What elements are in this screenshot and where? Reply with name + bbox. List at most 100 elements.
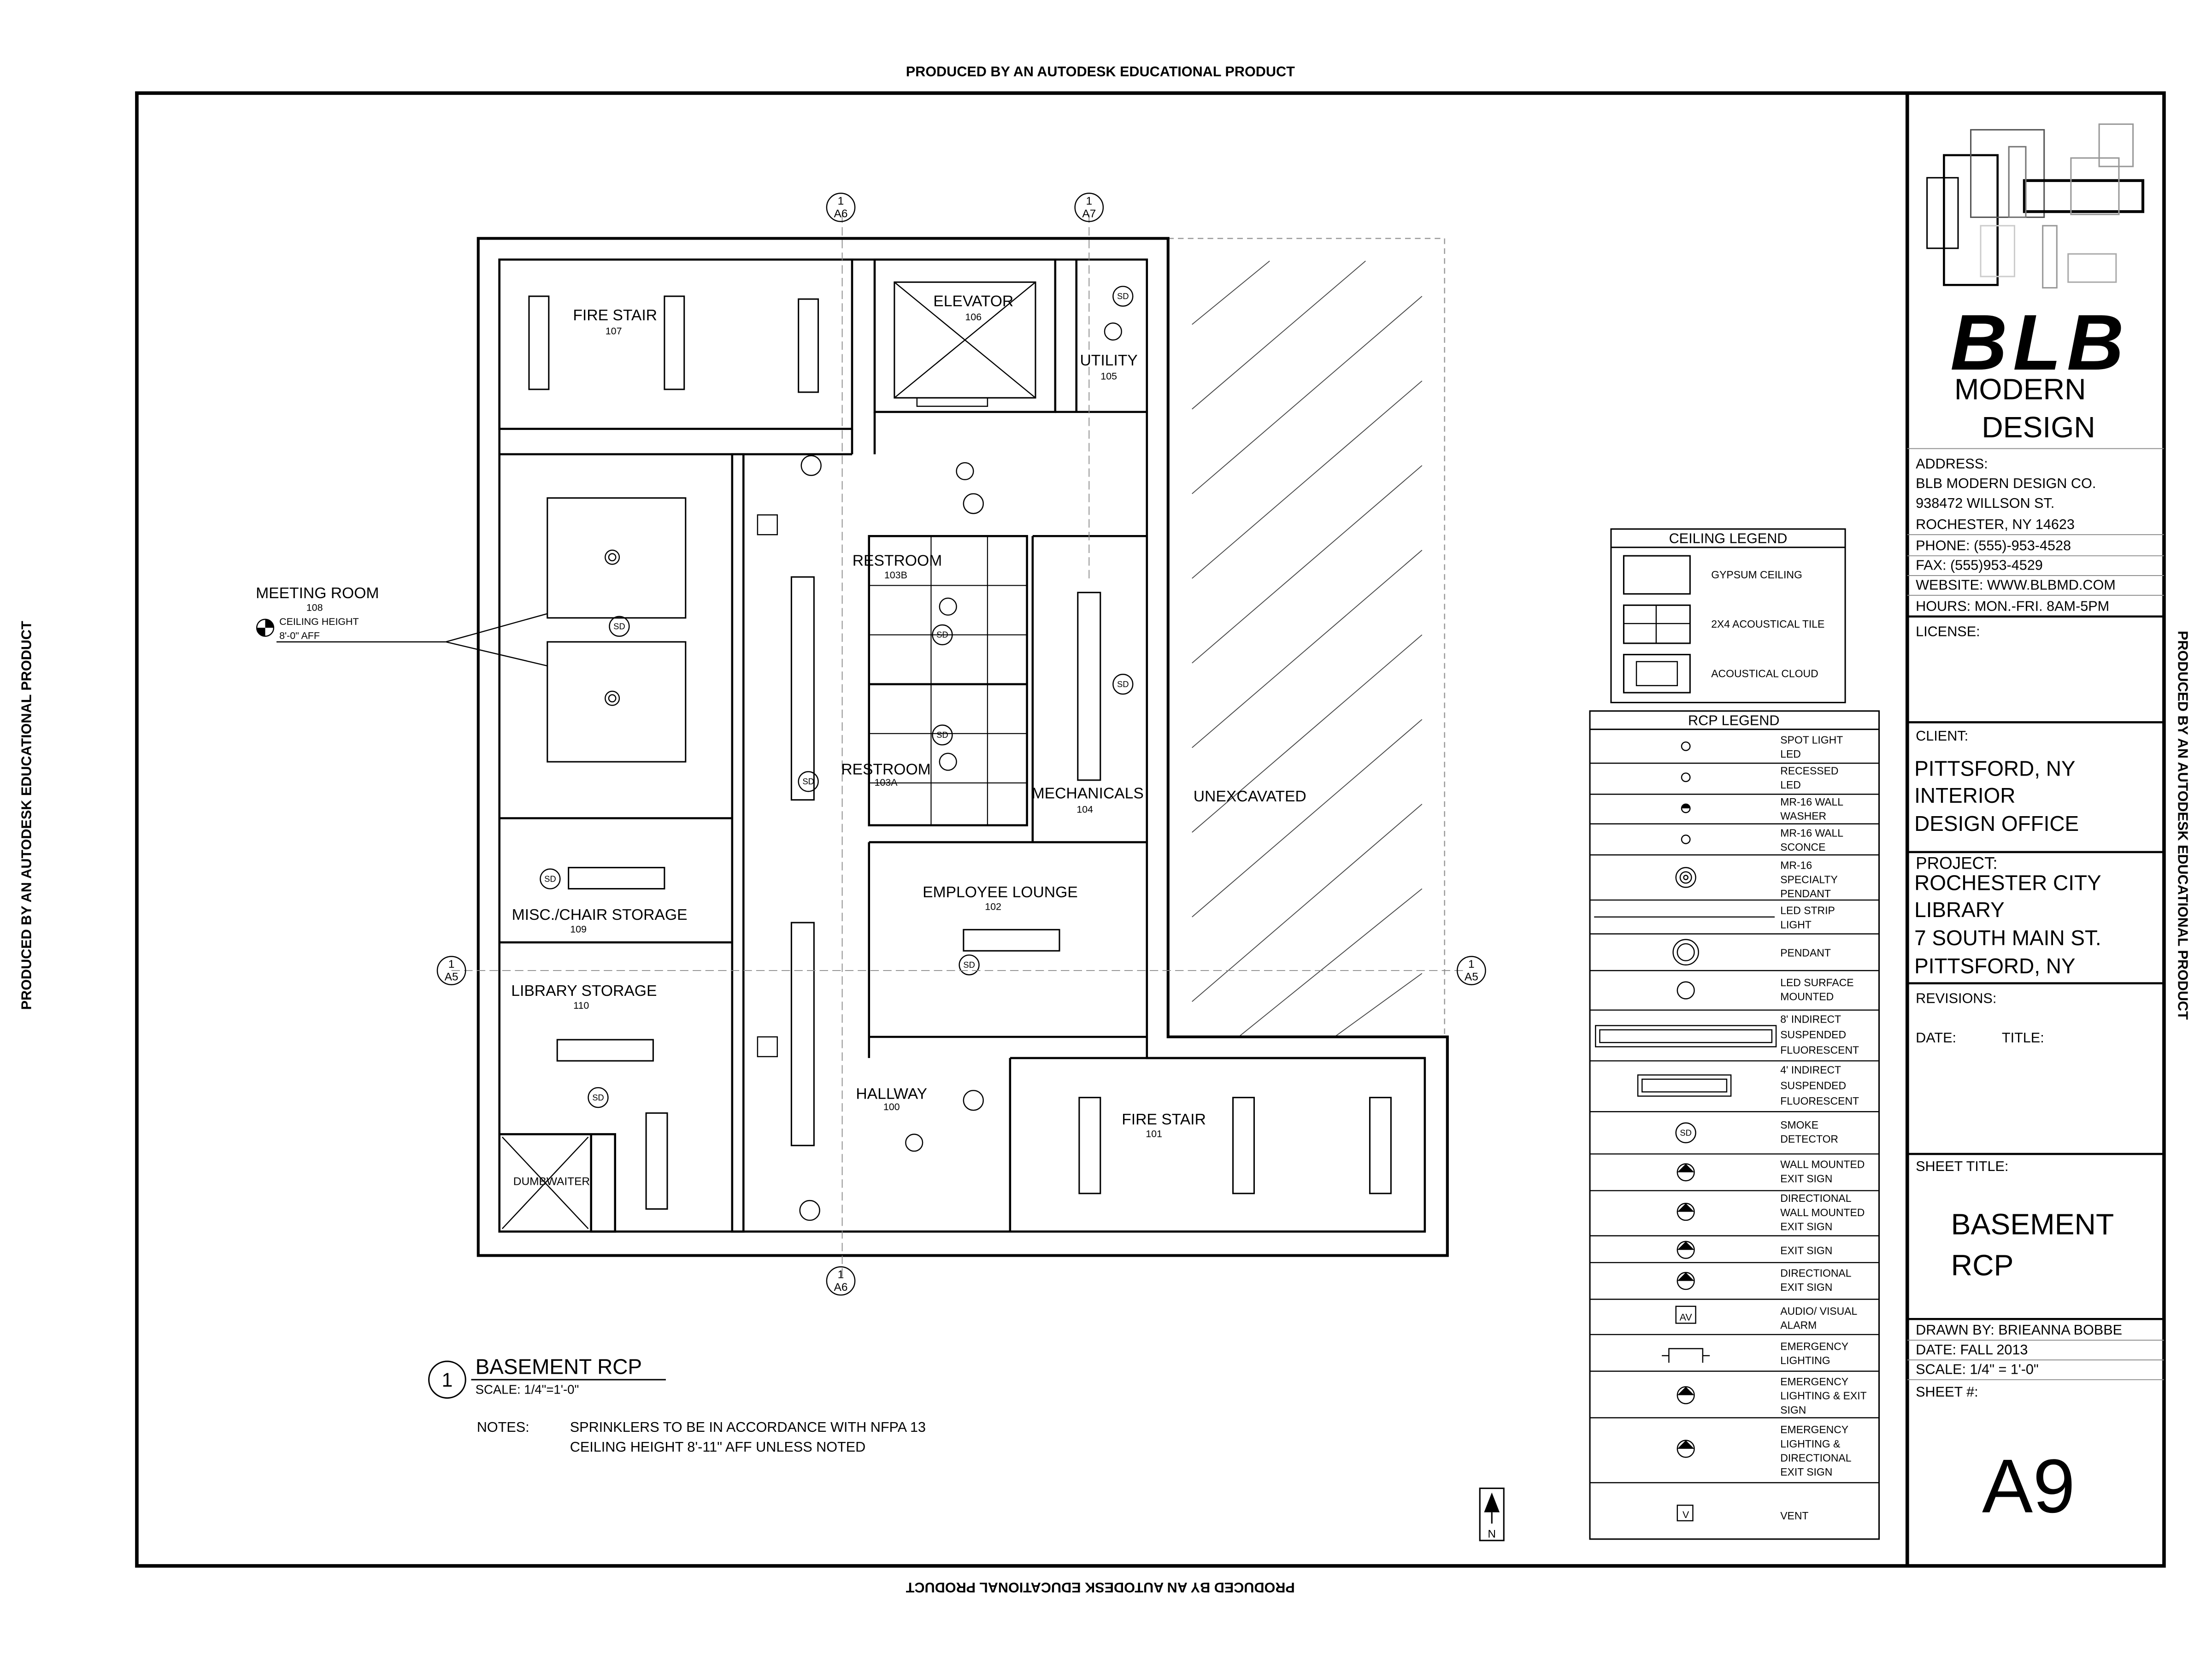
rcp-legend-item: SPECIALTY (1780, 873, 1838, 885)
phone: PHONE: (555)-953-4528 (1916, 538, 2071, 553)
smoke-detector-label: SD (936, 730, 948, 740)
notes-label: NOTES: (477, 1419, 529, 1435)
rcp-legend-item: SUSPENDED (1780, 1029, 1846, 1041)
rcp-legend-item: EXIT SIGN (1780, 1244, 1832, 1256)
rcp-legend-item: DIRECTIONAL (1780, 1192, 1851, 1204)
rcp-legend-item: 8' INDIRECT (1780, 1013, 1841, 1025)
project-label: PROJECT: (1916, 854, 1998, 873)
note-line: SPRINKLERS TO BE IN ACCORDANCE WITH NFPA… (570, 1419, 926, 1435)
rcp-legend-item: ALARM (1780, 1319, 1817, 1331)
company-logo-monogram: BLB (1950, 299, 2130, 387)
rcp-legend-item: RECESSED (1780, 765, 1838, 777)
north-label: N (1488, 1528, 1496, 1541)
website: WEBSITE: WWW.BLBMD.COM (1916, 577, 2116, 593)
smoke-detector-label: SD (592, 1093, 604, 1102)
room-number: 106 (965, 312, 982, 323)
room-label-restroom-103b: RESTROOM (853, 553, 942, 570)
client-label: CLIENT: (1916, 728, 1968, 744)
room-number: 101 (1146, 1128, 1162, 1139)
smoke-detector-label: SD (544, 874, 556, 883)
company-name-line1: MODERN (1954, 372, 2086, 406)
drawing-number-circle (428, 1360, 466, 1399)
smoke-detector-label: SD (1117, 679, 1129, 689)
drawn-by: DRAWN BY: BRIEANNA BOBBE (1916, 1322, 2122, 1338)
section-marker-sheet: A5 (1465, 971, 1478, 983)
room-label-hallway: HALLWAY (856, 1086, 927, 1103)
room-label-misc-storage: MISC./CHAIR STORAGE (512, 906, 688, 924)
smoke-detector-label: SD (963, 960, 975, 970)
ceiling-height-value: 8'-0" AFF (279, 630, 320, 641)
smoke-detector-label: SD (1117, 291, 1129, 301)
address-line: BLB MODERN DESIGN CO. (1916, 476, 2096, 491)
room-label-utility: UTILITY (1080, 352, 1137, 369)
smoke-detector-label: SD (802, 777, 814, 786)
ceiling-legend-item: 2X4 ACOUSTICAL TILE (1711, 618, 1824, 630)
project-line: ROCHESTER CITY (1914, 871, 2101, 895)
floor-plan: SD SD SD SD SD SD SD SD SD 1 A6 1 A7 1 A… (256, 193, 1505, 1541)
rcp-legend-item: WASHER (1780, 810, 1826, 822)
rcp-legend-item: SPOT LIGHT (1780, 734, 1843, 746)
rcp-legend-item: LIGHTING & EXIT (1780, 1390, 1866, 1402)
ceiling-height-label: CEILING HEIGHT (279, 616, 359, 627)
rcp-legend-item: DIRECTIONAL (1780, 1452, 1851, 1464)
ceiling-legend-title: CEILING LEGEND (1669, 531, 1788, 547)
room-label-elevator: ELEVATOR (933, 293, 1013, 310)
room-number: 103B (884, 570, 907, 581)
company-name-line2: DESIGN (1982, 411, 2095, 444)
rcp-legend-item: EMERGENCY (1780, 1376, 1848, 1388)
legend-sd-symbol: SD (1680, 1128, 1692, 1137)
ceiling-legend-item: ACOUSTICAL CLOUD (1711, 667, 1818, 679)
title-block-scale: SCALE: 1/4" = 1'-0" (1916, 1362, 2039, 1377)
sheet-number-label: SHEET #: (1916, 1384, 1978, 1400)
drawing-date: DATE: FALL 2013 (1916, 1342, 2028, 1358)
rcp-legend-item: EXIT SIGN (1780, 1466, 1832, 1478)
room-label-employee-lounge: EMPLOYEE LOUNGE (923, 884, 1078, 901)
rcp-legend-item: AUDIO/ VISUAL (1780, 1305, 1857, 1317)
rcp-legend-item: EXIT SIGN (1780, 1220, 1832, 1232)
room-label-fire-stair-101: FIRE STAIR (1122, 1111, 1206, 1128)
hours: HOURS: MON.-FRI. 8AM-5PM (1916, 599, 2109, 614)
address-label: ADDRESS: (1916, 456, 1988, 471)
rcp-legend-item: EMERGENCY (1780, 1424, 1848, 1435)
sheet-title-line: BASEMENT (1951, 1208, 2114, 1241)
watermark-right: PRODUCED BY AN AUTODESK EDUCATIONAL PROD… (2175, 631, 2191, 1020)
room-number: 104 (1077, 804, 1093, 815)
room-label-fire-stair-107: FIRE STAIR (573, 307, 657, 324)
project-line: PITTSFORD, NY (1914, 954, 2075, 978)
rcp-legend-item: LIGHTING & (1780, 1438, 1840, 1450)
sheet-title-line: RCP (1951, 1248, 2014, 1282)
rcp-legend-item: LED (1780, 748, 1801, 760)
smoke-detector-label: SD (613, 621, 625, 631)
rcp-legend-item: SIGN (1780, 1404, 1806, 1416)
legend-vent-symbol: V (1683, 1509, 1689, 1520)
section-marker-number: 1 (448, 958, 455, 971)
watermark-left: PRODUCED BY AN AUTODESK EDUCATIONAL PROD… (18, 621, 34, 1010)
rcp-legend-item: LED SURFACE (1780, 977, 1853, 988)
fax: FAX: (555)953-4529 (1916, 558, 2043, 573)
rcp-legend-item: FLUORESCENT (1780, 1044, 1859, 1056)
section-marker-number: 1 (838, 195, 844, 207)
rcp-legend-item: SMOKE (1780, 1119, 1818, 1131)
watermark-bottom: PRODUCED BY AN AUTODESK EDUCATIONAL PROD… (906, 1580, 1294, 1595)
rcp-legend-item: LIGHT (1780, 918, 1812, 930)
rcp-legend-item: SCONCE (1780, 841, 1825, 853)
legend-av-symbol: AV (1680, 1312, 1693, 1323)
sheet-number: A9 (1982, 1444, 2075, 1529)
project-line: 7 SOUTH MAIN ST. (1914, 926, 2101, 950)
section-marker-sheet: A5 (445, 971, 459, 983)
revisions-label: REVISIONS: (1916, 991, 1996, 1006)
section-marker-sheet: A7 (1082, 207, 1096, 220)
revision-date-label: DATE: (1916, 1030, 1956, 1046)
rcp-legend-item: LED STRIP (1780, 905, 1835, 917)
drawing-scale: SCALE: 1/4"=1'-0" (476, 1382, 579, 1396)
client-line: INTERIOR (1914, 783, 2015, 807)
room-label-meeting-room: MEETING ROOM (256, 585, 379, 602)
rcp-legend-item: VENT (1780, 1510, 1808, 1522)
room-number: 108 (306, 602, 323, 613)
ceiling-legend: CEILING LEGEND GYPSUM CEILING 2X4 ACOUST… (1610, 528, 1846, 704)
room-number: 100 (883, 1101, 900, 1112)
rcp-legend-item: WALL MOUNTED (1780, 1159, 1865, 1171)
room-label-mechanicals: MECHANICALS (1032, 785, 1144, 802)
rcp-legend-item: MR-16 (1780, 859, 1812, 871)
